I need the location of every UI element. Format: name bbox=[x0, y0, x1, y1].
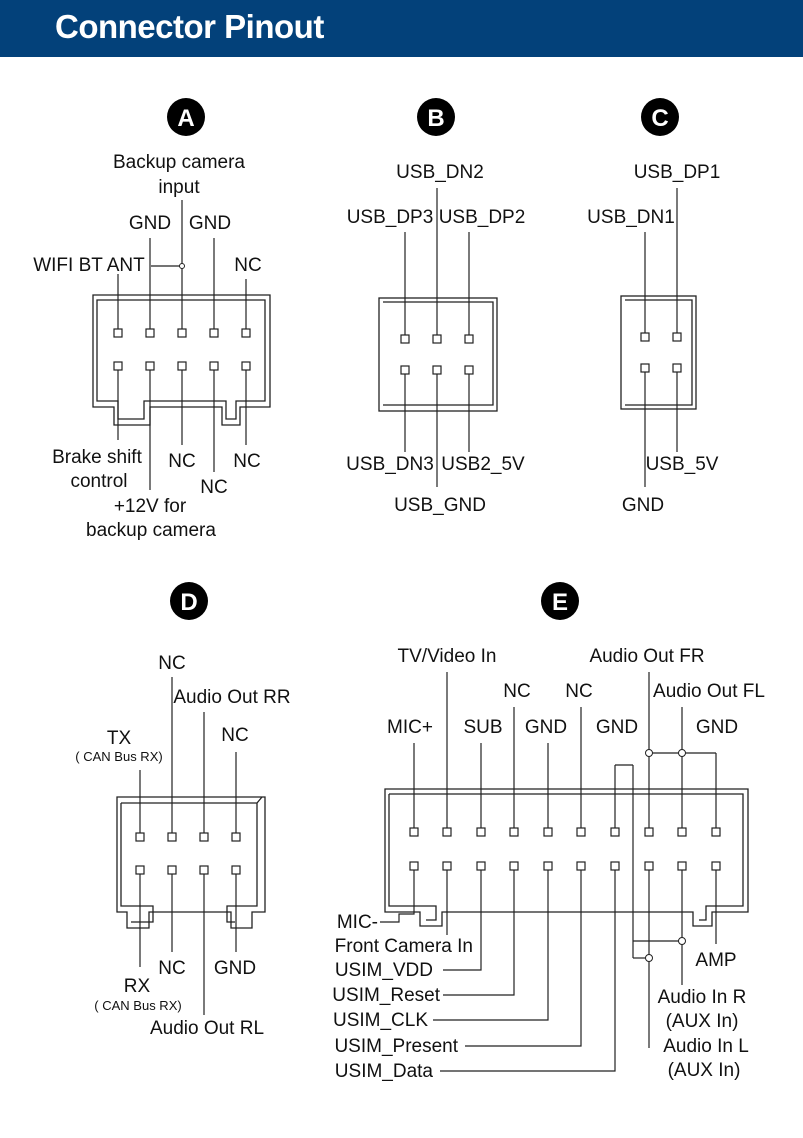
label-backup-camera-input-2: input bbox=[158, 177, 200, 198]
label-audio-out-fl: Audio Out FL bbox=[653, 681, 765, 702]
label-d-nc-bottom: NC bbox=[158, 958, 185, 979]
label-12v-backup-camera: +12V for bbox=[114, 496, 187, 517]
label-usb-dp3: USB_DP3 bbox=[347, 207, 434, 228]
connector-c-badge bbox=[641, 98, 679, 136]
label-tv-video-in: TV/Video In bbox=[398, 646, 497, 667]
label-usb-dp2: USB_DP2 bbox=[439, 207, 526, 228]
label-usim-data: USIM_Data bbox=[335, 1061, 434, 1082]
label-usb2-5v: USB2_5V bbox=[441, 454, 525, 475]
label-audio-in-r: Audio In R bbox=[658, 987, 747, 1008]
label-usim-clk: USIM_CLK bbox=[333, 1010, 428, 1031]
connector-e: E bbox=[332, 582, 765, 1082]
label-audio-in-r-sub: (AUX In) bbox=[666, 1011, 739, 1032]
label-d-gnd: GND bbox=[214, 958, 256, 979]
connector-c-housing-inner bbox=[625, 299, 693, 406]
connector-b-housing-inner bbox=[383, 301, 494, 406]
connector-d-leads bbox=[139, 677, 237, 1015]
label-e-gnd-1: GND bbox=[525, 717, 567, 738]
label-usb-dn2: USB_DN2 bbox=[396, 162, 484, 183]
label-wifi-bt-ant: WIFI BT ANT bbox=[33, 255, 145, 276]
label-tx: TX bbox=[107, 728, 132, 749]
label-rx-sub: ( CAN Bus RX) bbox=[94, 998, 181, 1013]
connector-b-leads bbox=[404, 188, 470, 487]
connector-e-leads-top bbox=[413, 672, 717, 958]
connector-e-badge-label: E bbox=[552, 589, 568, 616]
label-usb-dp1: USB_DP1 bbox=[634, 162, 721, 183]
label-audio-out-rr: Audio Out RR bbox=[173, 687, 290, 708]
label-d-nc-right: NC bbox=[221, 725, 248, 746]
connector-b-badge bbox=[417, 98, 455, 136]
connector-d: D NC Audio Out RR TX ( CAN Bus RX) NC RX… bbox=[75, 582, 291, 1039]
label-a-nc-3: NC bbox=[233, 451, 260, 472]
page-title: Connector Pinout bbox=[55, 8, 324, 45]
connector-a-badge-label: A bbox=[177, 105, 194, 132]
label-e-nc-2: NC bbox=[565, 681, 592, 702]
label-e-gnd-2: GND bbox=[596, 717, 638, 738]
connector-e-badge bbox=[541, 582, 579, 620]
label-usb-5v: USB_5V bbox=[646, 454, 719, 475]
connector-d-housing bbox=[116, 796, 266, 929]
label-d-nc-top: NC bbox=[158, 653, 185, 674]
connector-d-pins bbox=[135, 832, 241, 875]
label-sub: SUB bbox=[463, 717, 502, 738]
label-tx-sub: ( CAN Bus RX) bbox=[75, 749, 162, 764]
connector-c-housing bbox=[620, 295, 697, 410]
connector-d-badge-label: D bbox=[180, 589, 197, 616]
connector-c-pins bbox=[640, 332, 682, 373]
label-a-nc-top: NC bbox=[234, 255, 261, 276]
connector-c: C USB_DP1 USB_DN1 USB_5V GND bbox=[587, 98, 720, 516]
label-audio-in-l: Audio In L bbox=[663, 1036, 749, 1057]
label-a-gnd-2: GND bbox=[189, 213, 231, 234]
connector-b: B USB_DN2 USB_DP3 USB_DP2 USB_DN3 USB2_5… bbox=[346, 98, 525, 516]
label-usim-present: USIM_Present bbox=[334, 1036, 458, 1057]
connector-e-housing-inner bbox=[388, 793, 744, 921]
connector-e-leads-bottom bbox=[380, 870, 717, 1072]
label-a-nc-1: NC bbox=[168, 451, 195, 472]
label-mic-minus: MIC- bbox=[337, 912, 378, 933]
label-audio-out-fr: Audio Out FR bbox=[589, 646, 704, 667]
label-a-nc-2: NC bbox=[200, 477, 227, 498]
label-e-gnd-3: GND bbox=[696, 717, 738, 738]
label-rx: RX bbox=[124, 976, 151, 997]
connector-c-badge-label: C bbox=[651, 105, 668, 132]
label-audio-in-l-sub: (AUX In) bbox=[668, 1060, 741, 1081]
label-a-gnd-1: GND bbox=[129, 213, 171, 234]
label-usb-dn1: USB_DN1 bbox=[587, 207, 675, 228]
connector-b-badge-label: B bbox=[427, 105, 444, 132]
label-usim-vdd: USIM_VDD bbox=[335, 960, 433, 981]
label-audio-out-rl: Audio Out RL bbox=[150, 1018, 264, 1039]
connector-b-housing bbox=[378, 297, 498, 412]
label-brake-shift-control: Brake shift bbox=[52, 447, 142, 468]
label-amp: AMP bbox=[695, 950, 736, 971]
connector-a-housing bbox=[92, 294, 271, 426]
label-usb-dn3: USB_DN3 bbox=[346, 454, 434, 475]
label-front-camera-in: Front Camera In bbox=[335, 936, 473, 957]
connector-b-pins bbox=[400, 334, 474, 375]
connector-a-pins bbox=[113, 328, 251, 371]
connector-c-leads bbox=[644, 188, 678, 487]
connector-a-badge bbox=[167, 98, 205, 136]
connector-e-housing bbox=[384, 788, 749, 927]
header-bar: Connector Pinout bbox=[0, 0, 803, 57]
connector-d-badge bbox=[170, 582, 208, 620]
connector-a: A Backup camera input GND GND WIFI BT AN… bbox=[33, 98, 271, 541]
label-usb-gnd: USB_GND bbox=[394, 495, 486, 516]
label-brake-shift-control-2: control bbox=[70, 471, 127, 492]
label-12v-backup-camera-2: backup camera bbox=[86, 520, 216, 541]
connector-a-leads bbox=[117, 200, 247, 490]
label-usim-reset: USIM_Reset bbox=[332, 985, 440, 1006]
label-c-gnd: GND bbox=[622, 495, 664, 516]
label-backup-camera-input: Backup camera bbox=[113, 152, 245, 173]
connector-d-housing-inner bbox=[120, 796, 263, 923]
connector-a-housing-inner bbox=[96, 299, 266, 420]
connector-e-pins bbox=[409, 827, 721, 871]
label-e-nc-1: NC bbox=[503, 681, 530, 702]
label-mic-plus: MIC+ bbox=[387, 717, 433, 738]
